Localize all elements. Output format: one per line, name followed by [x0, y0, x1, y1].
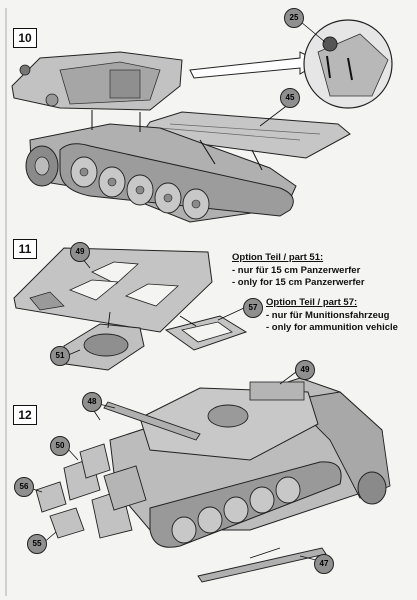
option-part57-title: Option Teil / part 57: [266, 297, 358, 308]
option-part51-title: Option Teil / part 51: [232, 252, 324, 263]
option-part57-line-en: - only for ammunition vehicle [266, 322, 398, 333]
part-callout-49: 49 [70, 242, 90, 262]
part-callout-25: 25 [284, 8, 304, 28]
callout-leaders [29, 21, 326, 563]
part-callout-55: 55 [27, 534, 47, 554]
option-part51-line-de: - nur für 15 cm Panzerwerfer [232, 265, 361, 276]
step11-illustration [13, 247, 248, 371]
part-callout-57: 57 [243, 298, 263, 318]
part-callout-56: 56 [14, 477, 34, 497]
step-number-11: 11 [13, 239, 37, 259]
step12-illustration [35, 377, 391, 583]
part-callout-49-step12: 49 [295, 360, 315, 380]
part-callout-45: 45 [280, 88, 300, 108]
option-part57-line-de: - nur für Munitionsfahrzeug [266, 310, 390, 321]
part-callout-50: 50 [50, 436, 70, 456]
part-callout-51: 51 [50, 346, 70, 366]
step-number-12: 12 [13, 405, 37, 425]
part-callout-48: 48 [82, 392, 102, 412]
part-callout-47: 47 [314, 554, 334, 574]
step10-illustration [11, 19, 393, 223]
option-part51-line-en: - only for 15 cm Panzerwerfer [232, 277, 365, 288]
step-number-10: 10 [13, 28, 37, 48]
